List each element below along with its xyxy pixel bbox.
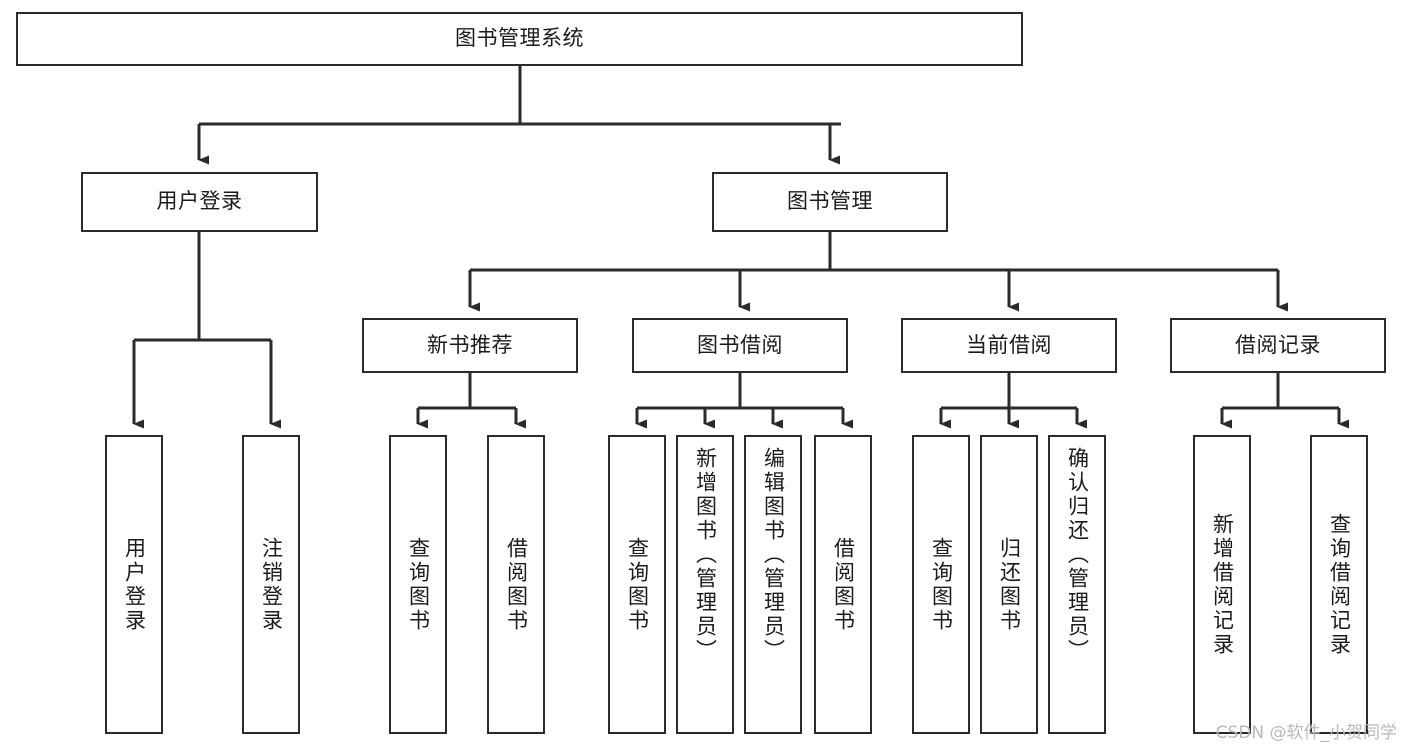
leaf-borrow-book-1[interactable]: 借阅图书 xyxy=(487,435,545,734)
leaf-borrow-book-2[interactable]: 借阅图书 xyxy=(814,435,872,734)
node-new-book-recommend-label: 新书推荐 xyxy=(427,332,513,357)
csdn-watermark: CSDN @软件_小贺同学 xyxy=(1215,723,1397,743)
leaf-user-login-label: 用户登录 xyxy=(122,536,147,633)
leaf-borrow-book-1-label: 借阅图书 xyxy=(504,536,529,633)
leaf-query-book-3-label: 查询图书 xyxy=(929,536,954,633)
leaf-query-record-label: 查询借阅记录 xyxy=(1327,512,1352,657)
node-user-login-label: 用户登录 xyxy=(156,189,243,214)
leaf-add-book[interactable]: 新增图书（管理员） xyxy=(676,435,734,734)
leaf-return-book[interactable]: 归还图书 xyxy=(980,435,1038,734)
leaf-add-book-label: 新增图书（管理员） xyxy=(693,447,718,663)
node-root-label: 图书管理系统 xyxy=(455,26,584,51)
leaf-logout-login[interactable]: 注销登录 xyxy=(242,435,300,734)
node-borrow-record[interactable]: 借阅记录 xyxy=(1170,318,1386,373)
node-root[interactable]: 图书管理系统 xyxy=(16,12,1023,66)
leaf-add-record[interactable]: 新增借阅记录 xyxy=(1193,435,1251,734)
leaf-return-book-label: 归还图书 xyxy=(997,536,1022,633)
leaf-user-login[interactable]: 用户登录 xyxy=(105,435,163,734)
leaf-logout-login-label: 注销登录 xyxy=(259,536,284,633)
node-borrow-record-label: 借阅记录 xyxy=(1235,332,1321,357)
leaf-confirm-return[interactable]: 确认归还（管理员） xyxy=(1048,435,1106,734)
leaf-query-book-1[interactable]: 查询图书 xyxy=(389,435,447,734)
node-book-manage-label: 图书管理 xyxy=(787,189,873,214)
leaf-query-book-3[interactable]: 查询图书 xyxy=(912,435,970,734)
leaf-edit-book[interactable]: 编辑图书（管理员） xyxy=(744,435,802,734)
leaf-add-record-label: 新增借阅记录 xyxy=(1210,512,1235,657)
node-book-borrow[interactable]: 图书借阅 xyxy=(632,318,848,373)
node-current-borrow[interactable]: 当前借阅 xyxy=(901,318,1117,373)
node-current-borrow-label: 当前借阅 xyxy=(966,332,1052,357)
node-user-login[interactable]: 用户登录 xyxy=(81,172,318,232)
node-book-borrow-label: 图书借阅 xyxy=(697,332,783,357)
node-new-book-recommend[interactable]: 新书推荐 xyxy=(362,318,578,373)
leaf-borrow-book-2-label: 借阅图书 xyxy=(831,536,856,633)
leaf-edit-book-label: 编辑图书（管理员） xyxy=(761,447,786,663)
leaf-query-book-2-label: 查询图书 xyxy=(625,536,650,633)
leaf-query-book-2[interactable]: 查询图书 xyxy=(608,435,666,734)
leaf-query-record[interactable]: 查询借阅记录 xyxy=(1310,435,1368,734)
leaf-query-book-1-label: 查询图书 xyxy=(406,536,431,633)
leaf-confirm-return-label: 确认归还（管理员） xyxy=(1065,447,1090,663)
node-book-manage[interactable]: 图书管理 xyxy=(712,172,948,232)
